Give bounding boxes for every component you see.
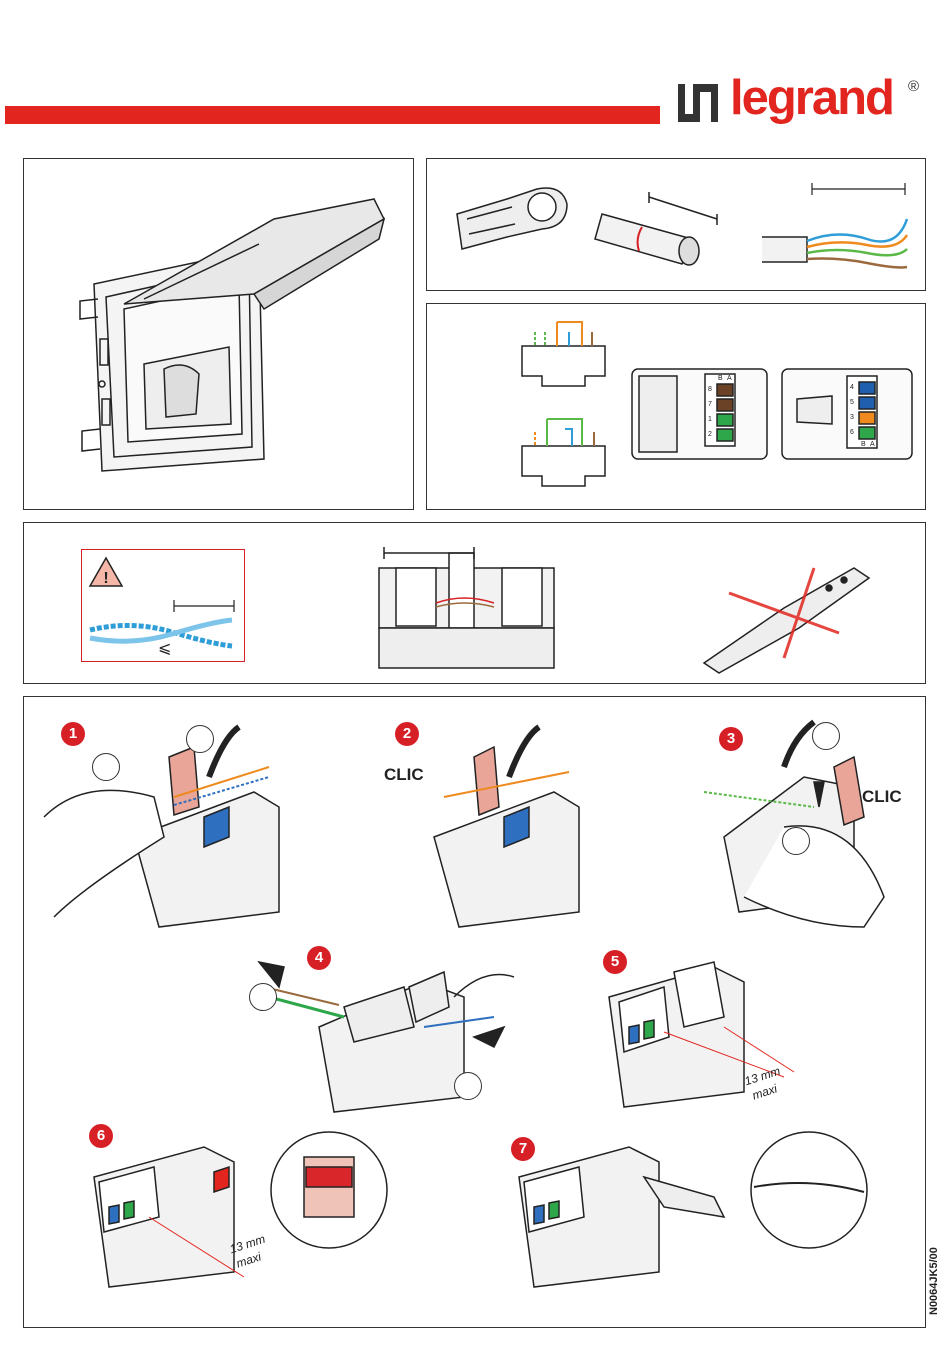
clic-label: CLIC xyxy=(862,787,902,807)
legrand-logo-icon xyxy=(676,82,720,124)
clic-label: CLIC xyxy=(384,765,424,785)
callout-circle xyxy=(249,983,277,1011)
step-number-2: 2 xyxy=(395,722,419,746)
rj45-bottom-diagram xyxy=(522,419,605,486)
panel-product xyxy=(23,158,414,510)
step-number-4: 4 xyxy=(307,946,331,970)
pin-label: 7 xyxy=(708,401,712,408)
punch-down-tool-icon xyxy=(704,568,869,673)
pin-label: 5 xyxy=(850,399,854,406)
step-number-5: 5 xyxy=(603,950,627,974)
panel-warnings: ! ⩽ xyxy=(23,522,926,684)
cable-position-diagram xyxy=(379,547,554,668)
pin-label: 8 xyxy=(708,386,712,393)
cable-cut-illustration xyxy=(595,192,717,265)
document-code: N0064JK5/00 xyxy=(928,1247,940,1315)
step-number-6: 6 xyxy=(89,1124,113,1148)
connector-left-view xyxy=(632,369,767,459)
pair-label: B xyxy=(861,441,866,448)
pair-label: B xyxy=(718,375,723,382)
connector-right-view xyxy=(782,369,912,459)
step-number-3: 3 xyxy=(719,727,743,751)
pin-label: 3 xyxy=(850,414,854,421)
rj45-top-diagram xyxy=(522,322,605,386)
callout-circle xyxy=(782,827,810,855)
registered-mark: ® xyxy=(908,78,919,95)
stripped-cable-illustration xyxy=(762,183,907,268)
socket-illustration xyxy=(24,159,415,511)
panel-wiring: 8 7 1 2 B A 4 5 3 6 B A xyxy=(426,303,926,510)
pin-label: 2 xyxy=(708,431,712,438)
pair-label: A xyxy=(727,375,732,382)
callout-circle xyxy=(92,753,120,781)
callout-circle xyxy=(812,722,840,750)
panel-cable-prep xyxy=(426,158,926,291)
brand-name: legrand xyxy=(730,74,893,123)
pair-label: A xyxy=(870,441,875,448)
step-number-1: 1 xyxy=(61,722,85,746)
header-red-bar xyxy=(5,106,660,124)
step1-illustration xyxy=(44,727,279,927)
panel-steps: 1 2 3 4 5 6 7 CLIC CLIC 13 mm maxi 13 mm… xyxy=(23,696,926,1328)
pin-label: 6 xyxy=(850,429,854,436)
step3-illustration xyxy=(704,722,884,927)
pin-label: 4 xyxy=(850,384,854,391)
step7-illustration xyxy=(519,1132,867,1287)
step2-illustration xyxy=(434,727,579,927)
pin-label: 1 xyxy=(708,416,712,423)
stripping-tool-icon xyxy=(457,188,567,249)
step-number-7: 7 xyxy=(511,1137,535,1161)
callout-circle xyxy=(454,1072,482,1100)
callout-circle xyxy=(186,725,214,753)
